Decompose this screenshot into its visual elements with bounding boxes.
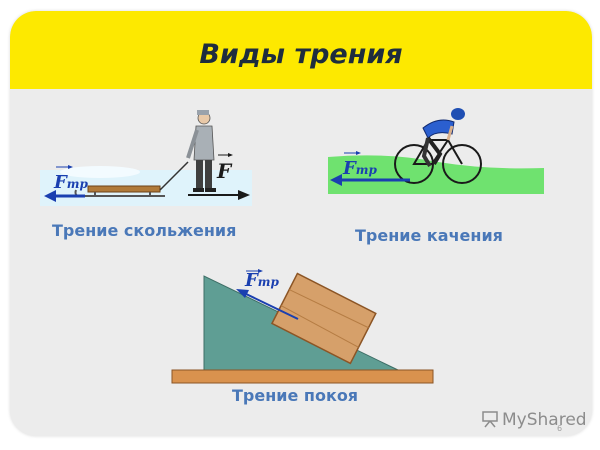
friction-label-static: Fтр [244,270,279,291]
applied-force-vector [188,153,250,200]
cyclist [421,108,465,168]
man-figure [186,110,216,192]
static-friction-illustration: Fтр [171,269,434,384]
friction-force-vector [236,269,299,320]
friction-force-vector [44,165,85,202]
friction-force-vector [330,151,410,186]
title-bar [10,11,592,89]
friction-label-sliding: Fтр [53,172,88,193]
rope [159,161,189,191]
sliding-friction-illustration: F Fтр [40,110,252,206]
rolling-friction-illustration: Fтр [328,108,544,194]
caption-static: Трение покоя [232,386,359,405]
green-ground [328,155,544,194]
watermark-text: MyShared [502,410,587,430]
ground-plank [171,369,434,384]
caption-rolling: Трение качения [355,226,503,245]
easel-icon [482,411,498,428]
page-number: 6 [557,424,563,433]
caption-sliding: Трение скольжения [52,221,237,240]
wooden-block [270,272,377,365]
snow-mound [60,166,140,178]
slide-title: Виды трения [199,39,403,70]
applied-force-label: F [216,159,233,183]
friction-label-rolling: Fтр [342,158,377,179]
